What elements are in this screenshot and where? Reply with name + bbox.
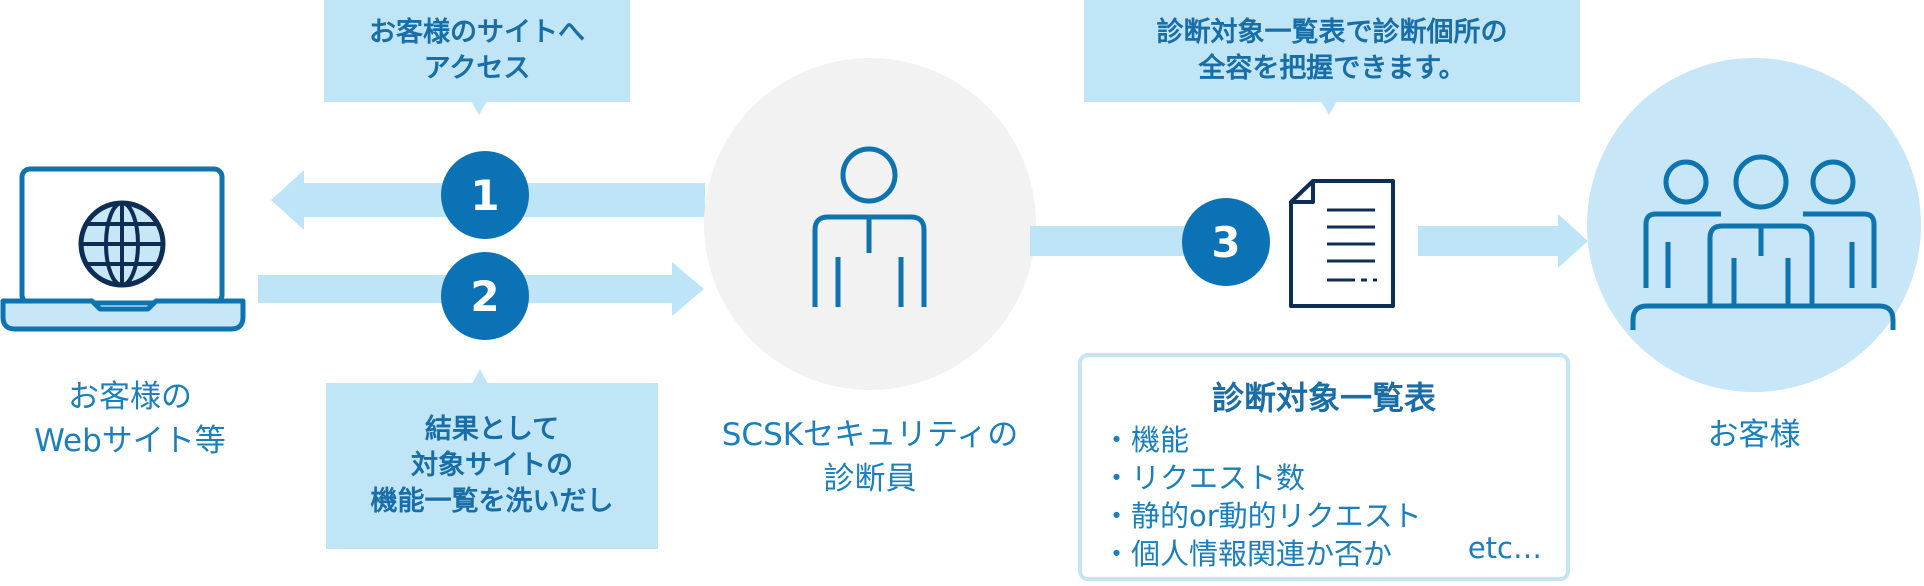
- diagnosis-list-box: 診断対象一覧表 ・機能 ・リクエスト数 ・静的or動的リクエスト ・個人情報関連…: [1078, 353, 1570, 581]
- person-icon: [812, 146, 927, 307]
- step-2-badge: 2: [441, 252, 529, 340]
- caption-staff: SCSKセキュリティの診断員: [721, 417, 1019, 497]
- list-box-items: ・機能 ・リクエスト数 ・静的or動的リクエスト ・個人情報関連か否か: [1102, 421, 1422, 573]
- list-item: ・機能: [1102, 423, 1190, 457]
- callout-access-pointer: [471, 101, 487, 115]
- callout-access: お客様のサイトへアクセス: [324, 0, 630, 102]
- list-box-etc: etc…: [1467, 531, 1542, 565]
- globe-icon: [78, 200, 166, 288]
- step-1-badge: 1: [441, 151, 529, 239]
- list-item: ・静的or動的リクエスト: [1102, 499, 1422, 533]
- arrow-right-3: [1418, 214, 1588, 268]
- arrow-3-segment: [1030, 226, 1190, 256]
- caption-customer: お客様: [1707, 417, 1801, 453]
- group-icon: [1630, 154, 1896, 330]
- laptop-globe-icon: [0, 166, 246, 332]
- callout-results-pointer: [472, 369, 488, 384]
- list-box-title: 診断対象一覧表: [1211, 379, 1436, 417]
- list-item: ・個人情報関連か否か: [1102, 537, 1393, 571]
- callout-results: 結果として対象サイトの機能一覧を洗いだし: [326, 383, 658, 549]
- list-item: ・リクエスト数: [1102, 461, 1306, 495]
- callout-overview-pointer: [1321, 101, 1337, 115]
- step-3-badge: 3: [1182, 198, 1270, 286]
- callout-overview: 診断対象一覧表で診断個所の全容を把握できます。: [1084, 0, 1580, 102]
- document-icon: [1289, 179, 1395, 308]
